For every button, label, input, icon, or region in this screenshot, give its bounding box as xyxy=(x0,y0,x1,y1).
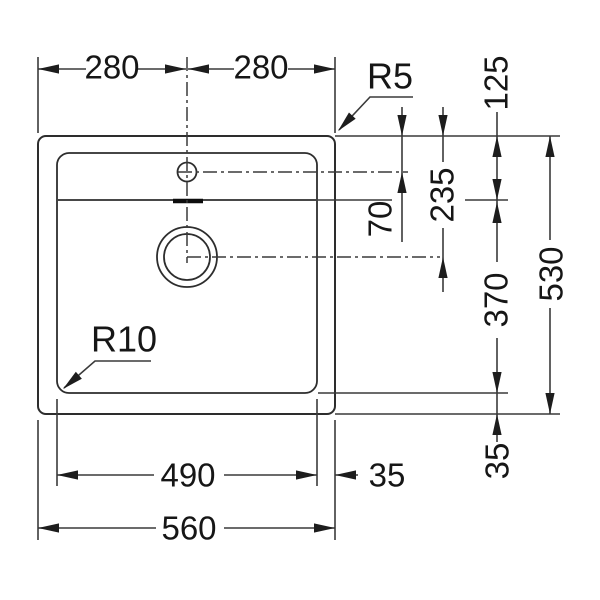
dim-label-560: 560 xyxy=(161,510,216,547)
dim-label-280-right: 280 xyxy=(233,49,288,86)
dim-label-125: 125 xyxy=(478,55,515,110)
dim-label-280-left: 280 xyxy=(84,49,139,86)
arrowhead xyxy=(438,115,448,136)
dim-label-35-vertical: 35 xyxy=(479,443,516,480)
dim-125: 125 xyxy=(478,55,515,262)
arrowhead xyxy=(296,470,317,480)
radius-label-r10: R10 xyxy=(91,319,157,360)
arrowhead xyxy=(397,172,407,193)
arrowhead xyxy=(38,523,59,533)
dim-label-35-horizontal: 35 xyxy=(369,457,406,494)
dim-235: 235 xyxy=(424,107,461,292)
arrowhead xyxy=(492,372,502,393)
arrowhead xyxy=(314,64,335,74)
extension-lines xyxy=(37,57,560,540)
dim-70: 70 xyxy=(362,107,407,242)
arrowhead xyxy=(397,115,407,136)
callout-r5: R5 xyxy=(334,56,413,135)
dim-35-vertical: 35 xyxy=(479,414,516,479)
arrowhead xyxy=(335,470,356,480)
centerlines xyxy=(178,57,440,263)
arrowhead xyxy=(314,523,335,533)
arrowhead xyxy=(188,64,209,74)
arrowhead xyxy=(57,470,78,480)
dim-label-235: 235 xyxy=(424,167,461,222)
callout-r10: R10 xyxy=(59,319,157,393)
dim-280-right: 280 xyxy=(188,49,335,86)
dim-280-left: 280 xyxy=(38,49,186,86)
dim-490: 490 xyxy=(57,457,317,494)
dim-label-530: 530 xyxy=(533,246,570,301)
dim-label-370: 370 xyxy=(478,272,515,327)
dim-35-horizontal: 35 xyxy=(335,457,405,494)
dim-label-490: 490 xyxy=(160,457,215,494)
arrowhead xyxy=(165,64,186,74)
dim-560: 560 xyxy=(38,510,335,547)
dim-530: 530 xyxy=(533,136,570,414)
dim-label-70: 70 xyxy=(362,201,399,238)
arrowhead xyxy=(492,414,502,435)
arrowhead xyxy=(545,136,555,157)
radius-label-r5: R5 xyxy=(367,56,413,97)
arrowhead xyxy=(38,64,59,74)
arrowhead xyxy=(492,136,502,157)
dim-370: 370 xyxy=(478,202,515,442)
arrowhead xyxy=(492,202,502,223)
arrowhead xyxy=(438,257,448,278)
arrowhead xyxy=(492,179,502,200)
arrowhead xyxy=(545,393,555,414)
